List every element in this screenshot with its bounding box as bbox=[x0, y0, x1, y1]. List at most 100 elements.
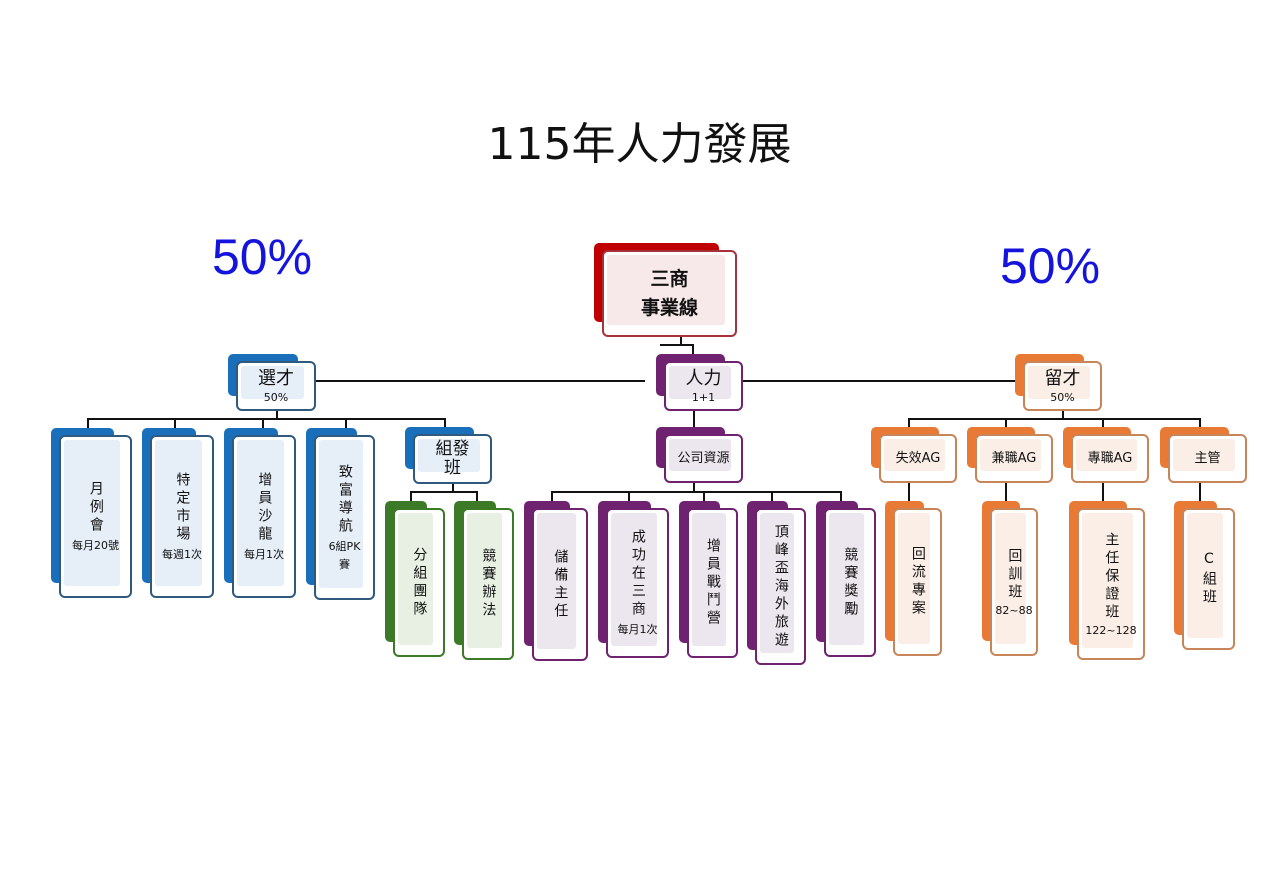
monthly-label: 月例會 bbox=[87, 480, 104, 535]
class-node: 組發班 bbox=[413, 434, 492, 484]
guarantee-node-fill bbox=[1082, 513, 1133, 648]
connector-line bbox=[660, 344, 694, 346]
award-node-fill bbox=[829, 513, 864, 645]
select-sub: 50% bbox=[263, 391, 289, 405]
connector-line bbox=[908, 418, 1200, 420]
nav-label: 致富導航 bbox=[336, 463, 353, 536]
market-node: 特定市場每週1次 bbox=[150, 435, 214, 598]
camp-node-fill bbox=[692, 513, 726, 646]
resources-node: 公司資源 bbox=[664, 434, 743, 483]
returnproj-label: 回流專案 bbox=[909, 546, 926, 618]
retain-sub: 50% bbox=[1050, 391, 1075, 405]
page-title: 115年人力發展 bbox=[487, 119, 792, 170]
class-node-fill bbox=[418, 439, 480, 472]
rules-node-fill bbox=[467, 513, 502, 648]
returnproj-node: 回流專案 bbox=[893, 508, 942, 656]
connector-line bbox=[840, 491, 842, 503]
award-node: 競賽獎勵 bbox=[824, 508, 876, 657]
connector-line bbox=[276, 411, 278, 419]
success-sub: 每月1次 bbox=[617, 623, 658, 636]
connector-line bbox=[743, 380, 1015, 382]
manager-label: 主管 bbox=[1194, 450, 1221, 466]
manpower-label: 人力 bbox=[685, 367, 722, 389]
retrain-label: 回訓班 bbox=[1006, 547, 1023, 602]
nav-node: 致富導航 6組PK 賽 bbox=[314, 435, 375, 600]
reserve-label: 儲備主任 bbox=[552, 548, 569, 621]
success-node: 成功在三商每月1次 bbox=[606, 508, 669, 658]
monthly-node-fill bbox=[64, 440, 120, 586]
root-line2: 事業線 bbox=[640, 296, 698, 319]
returnproj-node-fill bbox=[898, 513, 930, 644]
market-label: 特定市場 bbox=[174, 471, 191, 544]
salon-node-fill bbox=[237, 440, 284, 586]
connector-line bbox=[551, 491, 553, 503]
manager-node: 主管 bbox=[1168, 434, 1247, 483]
connector-line bbox=[87, 418, 445, 420]
lapsed-node: 失效AG bbox=[879, 434, 957, 483]
connector-line bbox=[703, 491, 705, 503]
connector-line bbox=[1199, 418, 1201, 430]
market-sub: 每週1次 bbox=[162, 547, 202, 561]
root-line1: 三商 bbox=[650, 267, 689, 290]
root-node: 三商事業線 bbox=[602, 250, 737, 337]
nav-sub: 6組PK bbox=[328, 539, 361, 553]
connector-line bbox=[174, 418, 176, 430]
connector-line bbox=[262, 418, 264, 430]
success-label: 成功在三商 bbox=[629, 529, 646, 619]
connector-line bbox=[345, 418, 347, 430]
left-percent: 50% bbox=[212, 229, 313, 285]
lapsed-node-fill bbox=[884, 439, 945, 471]
connector-line bbox=[693, 483, 695, 492]
cclass-label: C組班 bbox=[1200, 551, 1217, 607]
manager-node-fill bbox=[1173, 439, 1235, 471]
connector-line bbox=[628, 491, 630, 503]
select-node: 選才 50% bbox=[236, 361, 316, 411]
rules-label: 競賽辦法 bbox=[480, 548, 497, 620]
nav-sub2: 賽 bbox=[339, 557, 350, 571]
retain-node-fill bbox=[1028, 366, 1090, 399]
manpower-sub: 1+1 bbox=[691, 391, 716, 405]
camp-label: 增員戰鬥營 bbox=[704, 538, 721, 628]
connector-line bbox=[551, 491, 842, 493]
parttime-node-fill bbox=[980, 439, 1041, 471]
connector-line bbox=[908, 418, 910, 430]
select-label: 選才 bbox=[258, 367, 294, 389]
trip-label: 頂峰盃海外旅遊 bbox=[772, 523, 789, 650]
reserve-node-fill bbox=[537, 513, 576, 649]
retrain-sub: 82~88 bbox=[995, 603, 1033, 617]
success-node-fill bbox=[611, 513, 657, 646]
class-label: 組發班 bbox=[435, 439, 470, 478]
nav-node-fill bbox=[319, 440, 363, 588]
salon-node: 增員沙龍每月1次 bbox=[232, 435, 296, 598]
team-node-fill bbox=[398, 513, 433, 645]
salon-label: 增員沙龍 bbox=[256, 471, 273, 544]
reserve-node: 儲備主任 bbox=[532, 508, 588, 661]
rules-node: 競賽辦法 bbox=[462, 508, 514, 660]
connector-line bbox=[316, 380, 645, 382]
retrain-node-fill bbox=[995, 513, 1026, 644]
connector-line bbox=[452, 484, 454, 492]
trip-node: 頂峰盃海外旅遊 bbox=[755, 508, 806, 665]
cclass-node: C組班 bbox=[1182, 508, 1235, 650]
manpower-node: 人力 1+1 bbox=[664, 361, 743, 411]
connector-line bbox=[410, 491, 478, 493]
team-label: 分組團隊 bbox=[411, 546, 428, 619]
connector-line bbox=[1005, 483, 1007, 501]
connector-line bbox=[1102, 418, 1104, 430]
connector-line bbox=[444, 418, 446, 430]
right-percent: 50% bbox=[1000, 238, 1101, 294]
fulltime-node-fill bbox=[1076, 439, 1137, 471]
connector-line bbox=[692, 344, 694, 356]
connector-line bbox=[908, 483, 910, 501]
parttime-node: 兼職AG bbox=[975, 434, 1053, 483]
select-node-fill bbox=[241, 366, 304, 399]
guarantee-sub: 122~128 bbox=[1085, 623, 1137, 637]
award-label: 競賽獎勵 bbox=[842, 546, 859, 619]
team-node: 分組團隊 bbox=[393, 508, 445, 657]
connector-line bbox=[476, 491, 478, 503]
connector-line bbox=[1005, 418, 1007, 430]
